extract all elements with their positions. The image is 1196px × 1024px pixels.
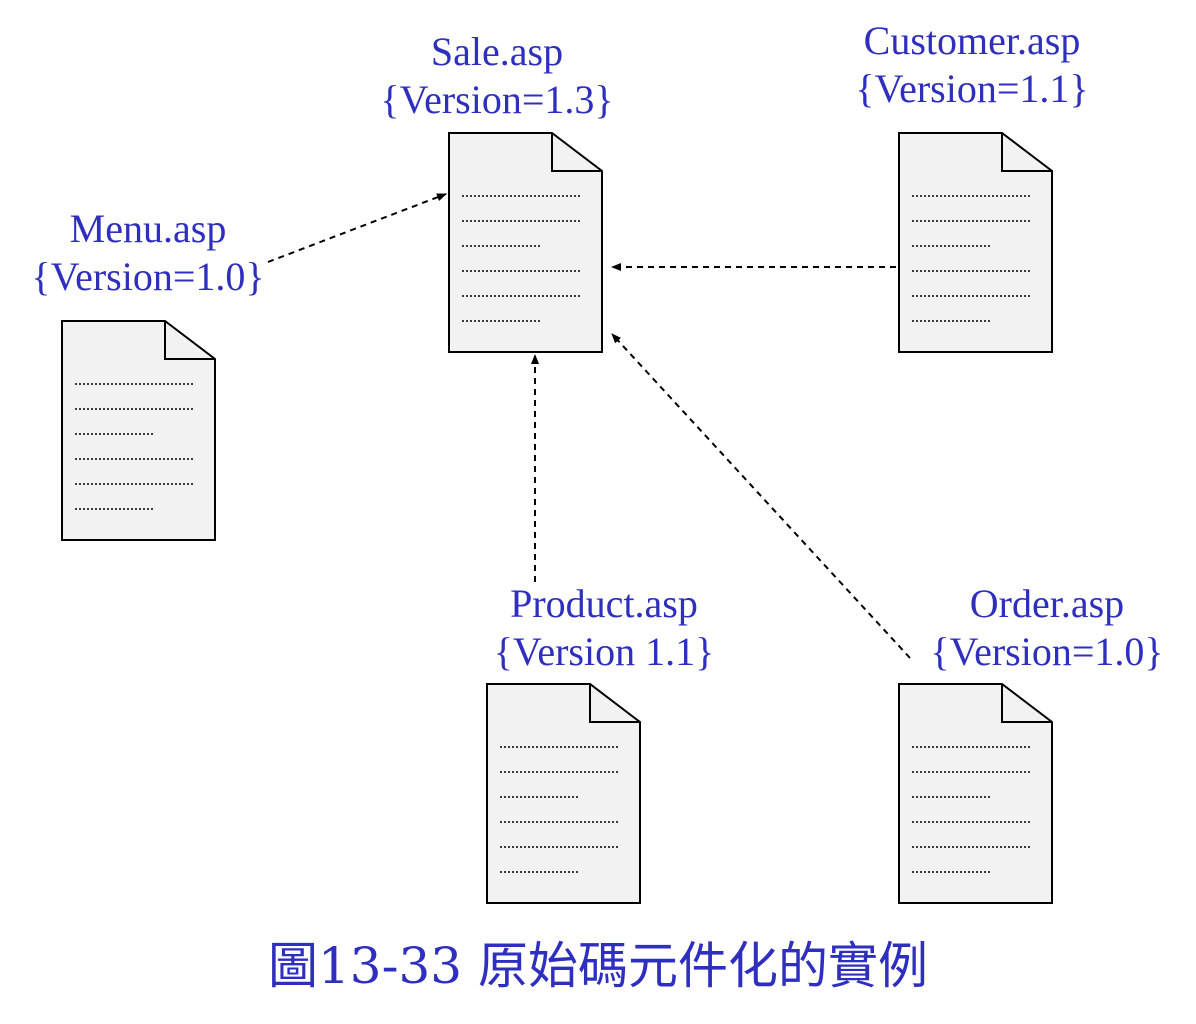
document-icon-product [486,683,641,904]
order-filename: Order.asp [969,581,1125,626]
label-product: Product.asp {Version 1.1} [494,580,715,676]
customer-version: {Version=1.1} [855,66,1089,111]
label-customer: Customer.asp {Version=1.1} [855,17,1088,113]
order-version: {Version=1.0} [930,629,1164,674]
document-icon-menu [61,320,216,541]
label-sale: Sale.asp {Version=1.3} [380,28,613,124]
arrow-menu-to-sale [267,193,447,263]
menu-filename: Menu.asp [69,206,227,251]
document-icon-sale [448,132,603,353]
document-icon-order [898,683,1053,904]
sale-version: {Version=1.3} [380,77,614,122]
menu-version: {Version=1.0} [31,254,265,299]
figure-caption: 圖13-33 原始碼元件化的實例 [267,937,929,995]
sale-filename: Sale.asp [430,29,564,74]
label-menu: Menu.asp {Version=1.0} [31,205,264,301]
customer-filename: Customer.asp [863,18,1081,63]
arrow-order-to-sale [611,333,911,659]
document-icon-customer [898,132,1053,353]
label-order: Order.asp {Version=1.0} [930,580,1163,676]
product-filename: Product.asp [510,581,698,626]
product-version: {Version 1.1} [493,629,715,674]
